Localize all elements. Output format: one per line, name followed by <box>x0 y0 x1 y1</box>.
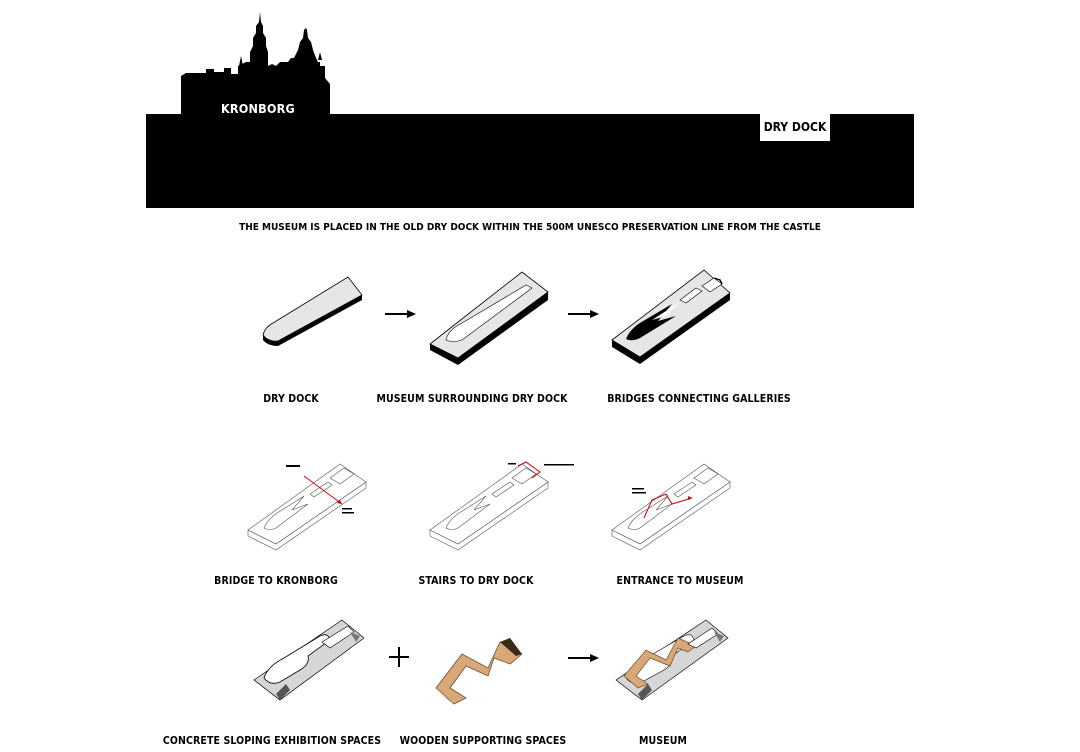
kronborg-skyline-silhouette <box>146 12 914 208</box>
entrance-to-museum-model <box>611 463 731 551</box>
wooden-spaces-model <box>435 638 523 705</box>
bridge-to-kronborg-label: BRIDGE TO KRONBORG <box>214 575 338 587</box>
concrete-spaces-label: CONCRETE SLOPING EXHIBITION SPACES <box>162 735 382 747</box>
plus-icon <box>389 647 409 667</box>
museum-surrounding-model <box>429 271 549 365</box>
kronborg-label: KRONBORG <box>221 101 295 116</box>
museum-final-model <box>615 619 729 701</box>
dry-dock-label: DRY DOCK <box>760 113 830 141</box>
wooden-spaces-label: WOODEN SUPPORTING SPACES <box>399 735 567 747</box>
stairs-to-dry-dock-label: STAIRS TO DRY DOCK <box>418 575 534 587</box>
arrow-right-icon <box>568 310 599 318</box>
dry-dock-model <box>262 276 363 346</box>
concrete-spaces-model <box>253 619 365 701</box>
arrow-right-icon <box>568 654 599 662</box>
museum-label: MUSEUM <box>638 735 688 747</box>
dry-dock-step-label: DRY DOCK <box>263 393 319 405</box>
annotation-mark <box>286 465 300 467</box>
bridges-connecting-label: BRIDGES CONNECTING GALLERIES <box>607 393 791 405</box>
arrow-right-icon <box>385 310 416 318</box>
entrance-to-museum-label: ENTRANCE TO MUSEUM <box>616 575 744 587</box>
museum-surrounding-label: MUSEUM SURROUNDING DRY DOCK <box>376 393 568 405</box>
bridges-galleries-model <box>611 269 731 364</box>
site-caption: THE MUSEUM IS PLACED IN THE OLD DRY DOCK… <box>239 222 821 233</box>
stairs-to-dry-dock-model <box>429 461 574 551</box>
bridge-to-kronborg-model <box>247 463 367 551</box>
